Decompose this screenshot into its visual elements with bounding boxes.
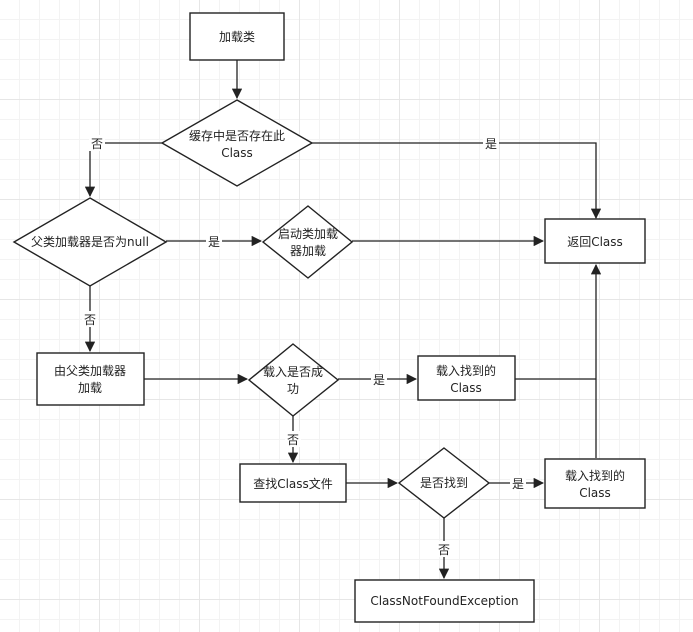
nodes: 加载类 缓存中是否存在此 Class 父类加载器是否为null 启动类加载 器加… xyxy=(12,12,646,623)
node-load-found-1-line-1: 载入找到的 xyxy=(436,363,496,378)
node-load-success-line-2: 功 xyxy=(287,382,299,396)
node-load-class-line-1: 加载类 xyxy=(219,30,255,44)
label-parent-null-yes: 是 xyxy=(208,235,220,249)
node-cache-check-line-2: Class xyxy=(221,146,253,160)
label-parent-null-no: 否 xyxy=(84,313,96,327)
label-found-no: 否 xyxy=(438,543,450,557)
node-cache-check: 缓存中是否存在此 Class xyxy=(160,99,314,187)
node-load-found-2: 载入找到的 Class xyxy=(544,458,646,509)
node-bootstrap-load: 启动类加载 器加载 xyxy=(261,205,354,279)
node-load-found-1: 载入找到的 Class xyxy=(417,355,516,401)
node-cache-check-line-1: 缓存中是否存在此 xyxy=(189,128,285,143)
node-parent-null: 父类加载器是否为null xyxy=(12,197,168,287)
node-load-success: 载入是否成 功 xyxy=(247,343,340,417)
node-load-found-2-line-2: Class xyxy=(579,486,611,500)
node-load-class: 加载类 xyxy=(189,12,285,61)
node-bootstrap-load-line-2: 器加载 xyxy=(290,244,326,258)
label-found-yes: 是 xyxy=(512,477,524,491)
node-return-class-line-1: 返回Class xyxy=(567,235,623,249)
node-exception: ClassNotFoundException xyxy=(354,579,535,623)
node-load-success-line-1: 载入是否成 xyxy=(263,365,323,379)
label-success-yes: 是 xyxy=(373,373,385,387)
label-cache-yes: 是 xyxy=(485,137,497,151)
node-return-class: 返回Class xyxy=(544,218,646,264)
label-cache-no: 否 xyxy=(91,137,103,151)
node-parent-load-line-2: 加载 xyxy=(78,381,102,395)
node-find-file-line-1: 查找Class文件 xyxy=(253,476,333,491)
node-parent-load: 由父类加载器 加载 xyxy=(36,352,145,406)
node-parent-null-line-1: 父类加载器是否为null xyxy=(31,235,149,249)
node-find-file: 查找Class文件 xyxy=(239,463,347,503)
edge-labels: 否 是 是 否 是 否 是 否 xyxy=(82,135,526,557)
node-exception-line-1: ClassNotFoundException xyxy=(370,594,518,608)
label-success-no: 否 xyxy=(287,433,299,447)
node-load-found-2-line-1: 载入找到的 xyxy=(565,468,625,483)
node-found-check: 是否找到 xyxy=(397,447,491,519)
node-parent-load-line-1: 由父类加载器 xyxy=(54,364,126,378)
node-bootstrap-load-line-1: 启动类加载 xyxy=(278,227,338,241)
edge-cache-yes xyxy=(312,142,602,220)
node-load-found-1-line-2: Class xyxy=(450,381,482,395)
node-found-check-line-1: 是否找到 xyxy=(420,476,468,490)
